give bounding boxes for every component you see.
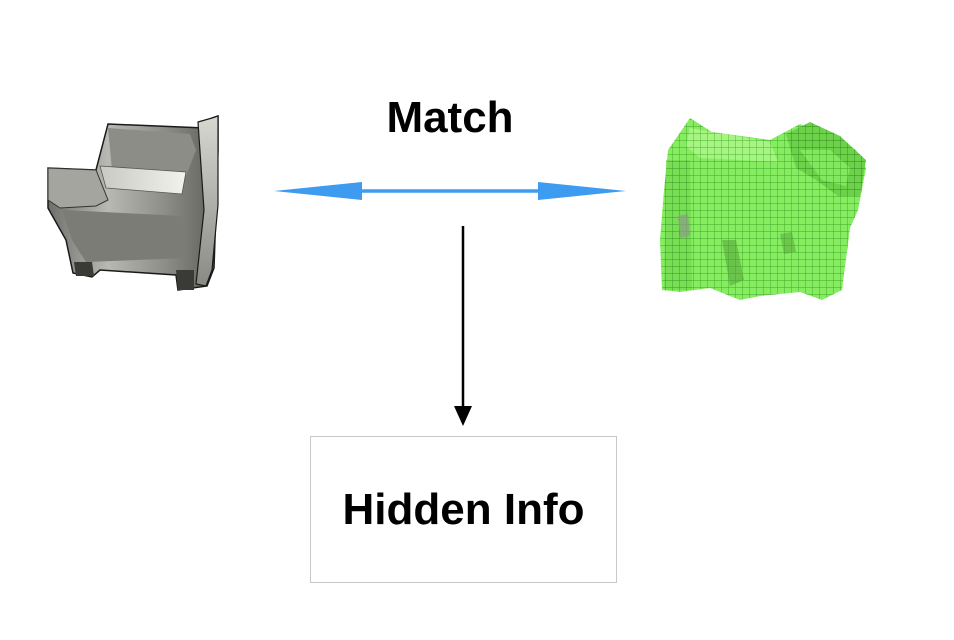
arrow-head-down-icon (454, 406, 472, 426)
arrow-head-left-icon (274, 182, 362, 200)
hidden-info-box: Hidden Info (310, 436, 617, 583)
rendered-armchair-image (47, 114, 219, 291)
voxel-armchair-image (660, 118, 866, 300)
arrow-head-right-icon (538, 182, 626, 200)
match-double-arrow (274, 182, 626, 200)
hidden-info-label: Hidden Info (342, 484, 585, 534)
down-arrow (454, 226, 472, 426)
match-label: Match (386, 93, 514, 142)
